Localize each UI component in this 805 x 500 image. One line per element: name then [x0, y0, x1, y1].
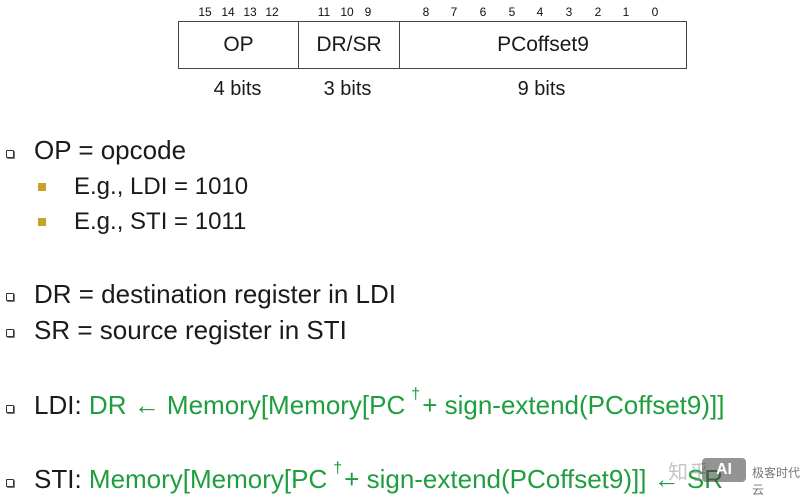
- width-pcoffset9: 9 bits: [517, 78, 566, 100]
- bit-1: 1: [622, 5, 630, 19]
- bit-4: 4: [536, 5, 544, 19]
- bit-5: 5: [508, 5, 516, 19]
- dagger-mark: †: [411, 386, 421, 403]
- bit-11: 11: [317, 5, 331, 19]
- field-pcoffset9: PCoffset9: [399, 22, 686, 68]
- note-sr: SR = source register in STI: [34, 315, 347, 345]
- bit-2: 2: [594, 5, 602, 19]
- square-bullet-icon: [38, 218, 46, 226]
- note-dr: DR = destination register in LDI: [34, 279, 397, 309]
- note-sti-semantics: STI: Memory[Memory[PC †+ sign-extend(PCof…: [34, 460, 724, 495]
- sti-label: STI:: [34, 464, 82, 494]
- field-widths: 4 bits 3 bits 9 bits: [178, 78, 685, 101]
- ldi-label: LDI:: [34, 390, 82, 420]
- bit-numbers: 15 14 13 12 11 10 9 8 7 6 5 4 3 2 1 0: [0, 5, 805, 19]
- bullet-icon: [6, 293, 14, 301]
- field-op: OP: [223, 33, 254, 56]
- note-ldi-semantics: LDI: DR ← Memory[Memory[PC †+ sign-extend…: [34, 386, 725, 421]
- bit-13: 13: [243, 5, 257, 19]
- bit-6: 6: [479, 5, 487, 19]
- bit-12: 12: [265, 5, 279, 19]
- field-dr-sr: DR/SR: [298, 22, 399, 68]
- bullet-icon: [6, 150, 14, 158]
- ldi-expression-b: + sign-extend(PCoffset9)]]: [422, 390, 725, 420]
- bit-9: 9: [364, 5, 372, 19]
- bit-14: 14: [221, 5, 235, 19]
- note-op: OP = opcode: [34, 135, 187, 165]
- width-dr-sr: 3 bits: [323, 78, 372, 100]
- bullet-icon: [6, 479, 14, 487]
- dagger-mark: †: [333, 460, 343, 477]
- ldi-expression-a: DR ← Memory[Memory[PC: [88, 390, 406, 420]
- sti-expression-b: + sign-extend(PCoffset9)]] ← SR: [344, 464, 724, 494]
- sti-expression-a: Memory[Memory[PC: [88, 464, 328, 494]
- bit-7: 7: [450, 5, 458, 19]
- bit-10: 10: [340, 5, 354, 19]
- note-ldi-example: E.g., LDI = 1010: [74, 173, 249, 200]
- bit-0: 0: [651, 5, 659, 19]
- bullet-icon: [6, 329, 14, 337]
- watermark-ai-logo: AI: [702, 458, 746, 482]
- bit-15: 15: [198, 5, 212, 19]
- watermark-brand: 极客时代云: [752, 466, 801, 497]
- square-bullet-icon: [38, 183, 46, 191]
- bit-8: 8: [422, 5, 430, 19]
- watermark-text: 知乎: [668, 462, 710, 484]
- note-sti-example: E.g., STI = 1011: [74, 208, 247, 235]
- width-op: 4 bits: [213, 78, 262, 100]
- bullet-icon: [6, 405, 14, 413]
- instruction-format: OP DR/SR PCoffset9: [178, 21, 687, 69]
- bit-3: 3: [565, 5, 573, 19]
